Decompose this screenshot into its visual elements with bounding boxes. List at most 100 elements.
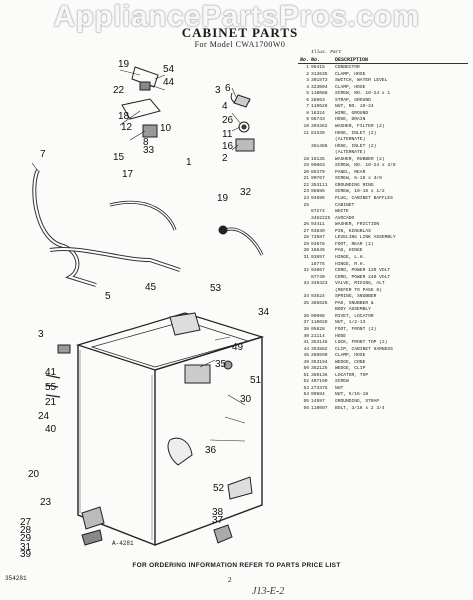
callout-number: 1 xyxy=(186,157,192,168)
callout-number: 8 xyxy=(143,137,149,148)
callout-number: 5 xyxy=(105,291,111,302)
callout-number: 28 xyxy=(20,525,32,536)
part-number: 349423 xyxy=(311,281,328,287)
connector-part xyxy=(142,124,158,138)
part-number: 95828 xyxy=(311,326,325,332)
parts-row: BODY ASSEMBLY xyxy=(298,307,468,314)
part-description: AVOCADO xyxy=(335,215,355,221)
part-description: WEDGE, CLIP xyxy=(335,366,366,372)
part-number: 90863 xyxy=(311,163,325,169)
part-description: HOSE xyxy=(335,333,347,339)
part-description: NUT, 5/16-18 xyxy=(335,392,369,398)
part-number: 93867 xyxy=(311,268,325,274)
callout-number: 21 xyxy=(45,397,57,408)
cabinet-left-side xyxy=(77,345,156,547)
part-description: PLUG, CABINET BAFFLES xyxy=(335,196,393,202)
part-description: FOOT, FRONT (2) xyxy=(335,326,377,332)
part-number: 323004 xyxy=(311,84,328,90)
part-description: WASHER, RUBBER (2) xyxy=(335,156,385,162)
part-description: SWITCH, WATER LEVEL xyxy=(335,78,388,84)
part-number: 110097 xyxy=(311,405,328,411)
callout-number: 34 xyxy=(258,307,270,318)
part-description: SCREW, 6-18 x 3/8 xyxy=(335,176,382,182)
illus-number: 18 xyxy=(303,156,309,162)
part-number: 21114 xyxy=(311,333,325,339)
illus-number: 52 xyxy=(303,379,309,385)
parts-row: (ALTERNATE) xyxy=(298,137,468,144)
illus-number: 38 xyxy=(303,326,309,332)
part-description: FOOT, REAR (2) xyxy=(335,241,374,247)
illus-number: 25 xyxy=(303,202,309,208)
filter-washer-part xyxy=(238,121,250,133)
callout-number: 52 xyxy=(213,483,225,494)
callout-number: 49 xyxy=(232,342,244,353)
part-description: NUT xyxy=(335,385,344,391)
callout-number: 39 xyxy=(20,549,32,560)
part-description: SCREW, 10-16 x 1/2 xyxy=(335,189,385,195)
part-description: HOSE, INLET (2) xyxy=(335,143,377,149)
callout-number: 10 xyxy=(160,123,172,134)
hose-part xyxy=(109,200,177,231)
part-description: PIN, KINGBLAS xyxy=(335,228,371,234)
callout-number: 45 xyxy=(145,282,157,293)
callout-number: 38 xyxy=(212,507,224,518)
part-description: (REFER TO PAGE 8) xyxy=(335,287,382,293)
illus-number: 51 xyxy=(303,372,309,378)
callout-number: 6 xyxy=(225,83,231,94)
part-description: PANEL, REAR xyxy=(335,169,366,175)
part-number: 96743 xyxy=(311,117,325,123)
part-description: CONNECTOR xyxy=(335,65,360,71)
handwritten-note: J13-E-2 xyxy=(252,586,285,597)
part-number: 16135 xyxy=(311,156,325,162)
part-description: NUT, 1/2-13 xyxy=(335,320,366,326)
snubber-body xyxy=(167,437,193,466)
part-description: RIVET, LOCATOR xyxy=(335,313,374,319)
part-description: PAD, HINGE xyxy=(335,248,363,254)
illus-number: 21 xyxy=(303,176,309,182)
part-number: 14997 xyxy=(311,398,325,404)
part-description: SCREW, NO. 10-24 x 3/8 xyxy=(335,163,396,169)
water-level-switch xyxy=(121,98,161,120)
callout-number: 29 xyxy=(20,533,32,544)
part-description: LOCATOR, TOP xyxy=(335,372,369,378)
callout-number: 30 xyxy=(240,394,252,405)
inlet-hose-fitting xyxy=(235,138,255,152)
illus-number: 19 xyxy=(303,163,309,169)
illus-number: 28 xyxy=(303,235,309,241)
part-description: NUT, NO. 10-24 xyxy=(335,104,374,110)
part-number: 81339 xyxy=(311,130,325,136)
illus-number: 5 xyxy=(306,91,309,97)
front-foot xyxy=(213,524,233,544)
page-title: CABINET PARTS xyxy=(181,25,299,40)
part-description: WASHER, FILTER (2) xyxy=(335,124,385,130)
part-description: CLAMP, HOSE xyxy=(335,84,366,90)
callout-number: 3 xyxy=(38,329,44,340)
drain-hose-part xyxy=(32,169,97,287)
part-description: WIRE, GROUND xyxy=(335,110,369,116)
part-number: 94696 xyxy=(311,196,325,202)
part-number: 93624 xyxy=(311,294,325,300)
part-number: 313635 xyxy=(311,71,328,77)
part-number: 353194 xyxy=(311,359,328,365)
callout-number: 3 xyxy=(215,85,221,96)
part-number: 353882 xyxy=(311,346,328,352)
